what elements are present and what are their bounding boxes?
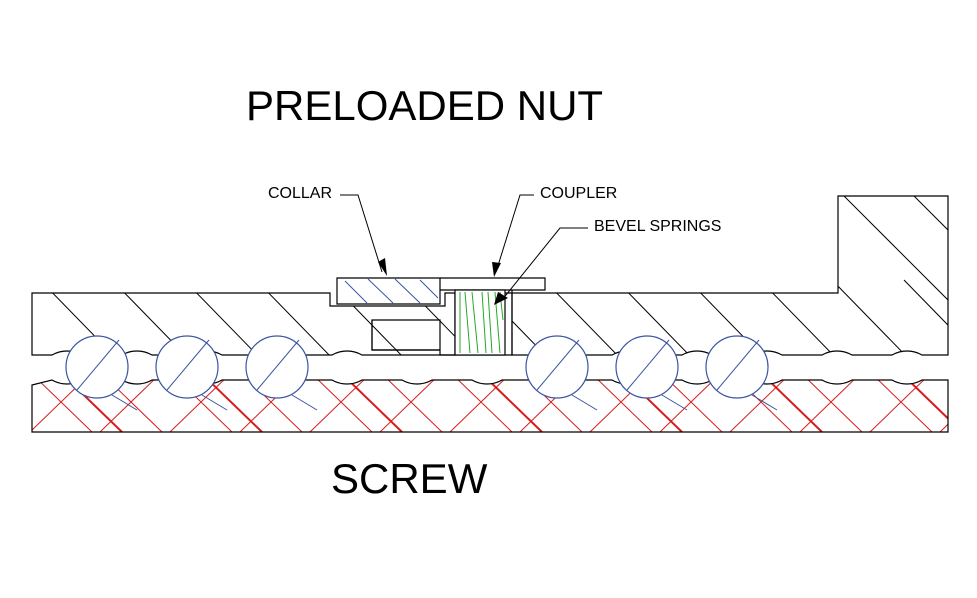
ball-hatch-line [571,394,598,411]
coupler-callout: COUPLER [540,185,618,202]
screw-hatching [0,372,948,432]
ball-bearings [65,335,778,411]
ball-hatch-line [166,339,210,391]
diagram-title: PRELOADED NUT [246,82,604,129]
screw-hatch-line [729,380,793,432]
ball-hatch-line [76,339,120,391]
ball-hatch-line [716,339,760,391]
ball [705,335,769,399]
bevel-springs-callout: BEVEL SPRINGS [594,218,722,235]
ball [155,335,219,399]
screw-hatch-line [759,380,823,432]
ball-hatch-line [626,339,670,391]
screw-hatch-line [869,380,933,432]
ball [525,335,589,399]
screw-hatch-line [309,380,373,432]
ball [245,335,309,399]
screw-hatch-line [939,380,948,432]
ball-hatch-line [256,339,300,391]
nut-hatch-line [903,279,948,355]
ball-hatch-line [536,339,580,391]
screw-label: SCREW [331,455,488,502]
screw-hatch-line [0,372,22,432]
ball-hatch-line [661,394,688,411]
nut-hatch-line [907,196,948,355]
screw-hatch-line [169,380,233,432]
ball-hatch-line [201,394,228,411]
ball-hatch-line [291,394,318,411]
ball [615,335,679,399]
nut-hatch-line [759,279,839,355]
collar-callout: COLLAR [268,185,333,202]
screw-hatch-line [0,372,22,432]
screw-hatch-line [899,380,948,432]
ball-hatch-line [111,394,138,411]
ball-hatch-line [751,394,778,411]
screw-hatch-line [939,380,948,432]
ball [65,335,129,399]
leader-lines [340,194,588,305]
screw-hatch-line [449,380,513,432]
screw-hatch-line [339,380,403,432]
nut-hatching [39,196,948,355]
collar [336,277,441,305]
nut-hatch-line [837,196,948,355]
nut-hatch-line [831,279,911,355]
